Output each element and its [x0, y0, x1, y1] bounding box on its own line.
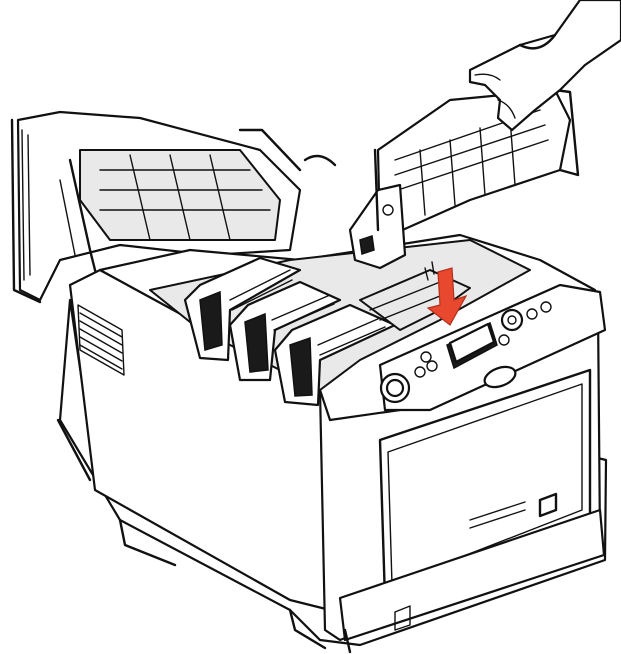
- hand-icon: [468, 0, 621, 132]
- control-panel: [379, 301, 552, 404]
- status-led: [414, 366, 426, 378]
- image-drum-cartridge: [348, 88, 580, 270]
- ok-button: [483, 365, 517, 389]
- down-arrow-icon: [424, 261, 468, 326]
- nav-pad: [500, 308, 524, 332]
